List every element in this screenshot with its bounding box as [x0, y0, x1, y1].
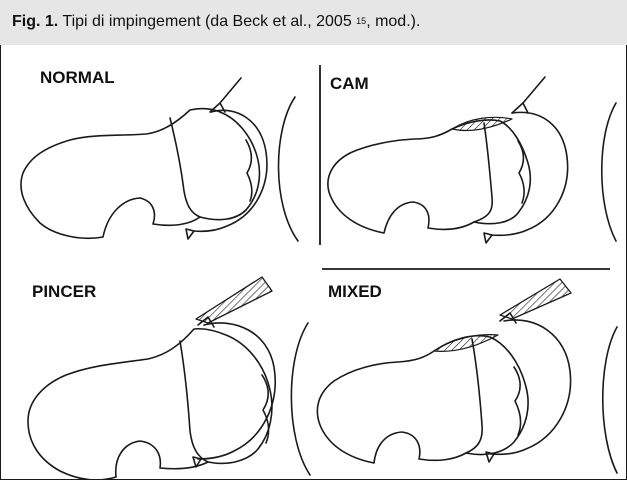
acetabulum-rim — [198, 323, 275, 459]
labrum-lower — [486, 452, 494, 462]
physeal-line — [474, 123, 492, 222]
physeal-line — [180, 341, 208, 462]
caption-text: Tipi di impingement (da Beck et al., 200… — [58, 13, 356, 30]
pelvis-contour — [278, 97, 298, 241]
cam-bump-hatch — [452, 117, 512, 130]
panel-cam: CAM — [328, 74, 616, 243]
impingement-diagram: NORMAL CAM PINCER MIXED — [0, 45, 627, 480]
panel-pincer: PINCER — [28, 277, 310, 480]
femur-outline — [317, 336, 528, 463]
labrum — [512, 103, 528, 113]
femur-outline — [21, 109, 260, 239]
panel-label-pincer: PINCER — [32, 282, 96, 301]
labrum-lower — [484, 233, 492, 243]
acetabulum-rim — [491, 112, 568, 235]
pincer-overcoverage-hatch — [196, 277, 272, 323]
head-contour — [514, 367, 521, 435]
figure-caption: Fig. 1. Tipi di impingement (da Beck et … — [0, 0, 627, 45]
femur-outline — [328, 120, 530, 233]
acetabular-edge — [220, 78, 241, 103]
figure-number: Fig. 1. — [12, 13, 58, 30]
physeal-line — [170, 118, 200, 217]
physeal-line — [466, 339, 482, 453]
panel-label-normal: NORMAL — [40, 68, 115, 87]
acetabular-edge — [523, 77, 545, 103]
femur-outline — [28, 329, 272, 480]
pelvis-contour — [602, 103, 616, 241]
panel-label-cam: CAM — [330, 74, 369, 93]
panel-normal: NORMAL — [21, 68, 298, 241]
pelvis-contour — [603, 327, 617, 473]
head-contour — [246, 140, 252, 201]
panel-mixed: MIXED — [317, 279, 617, 473]
acetabulum-rim — [194, 110, 267, 231]
caption-text-end: , mod.). — [366, 13, 420, 30]
panel-label-mixed: MIXED — [328, 282, 382, 301]
labrum-lower — [186, 229, 194, 239]
acetabulum-rim — [491, 320, 571, 454]
pelvis-contour — [291, 323, 310, 475]
reference-superscript: 15 — [356, 16, 366, 26]
